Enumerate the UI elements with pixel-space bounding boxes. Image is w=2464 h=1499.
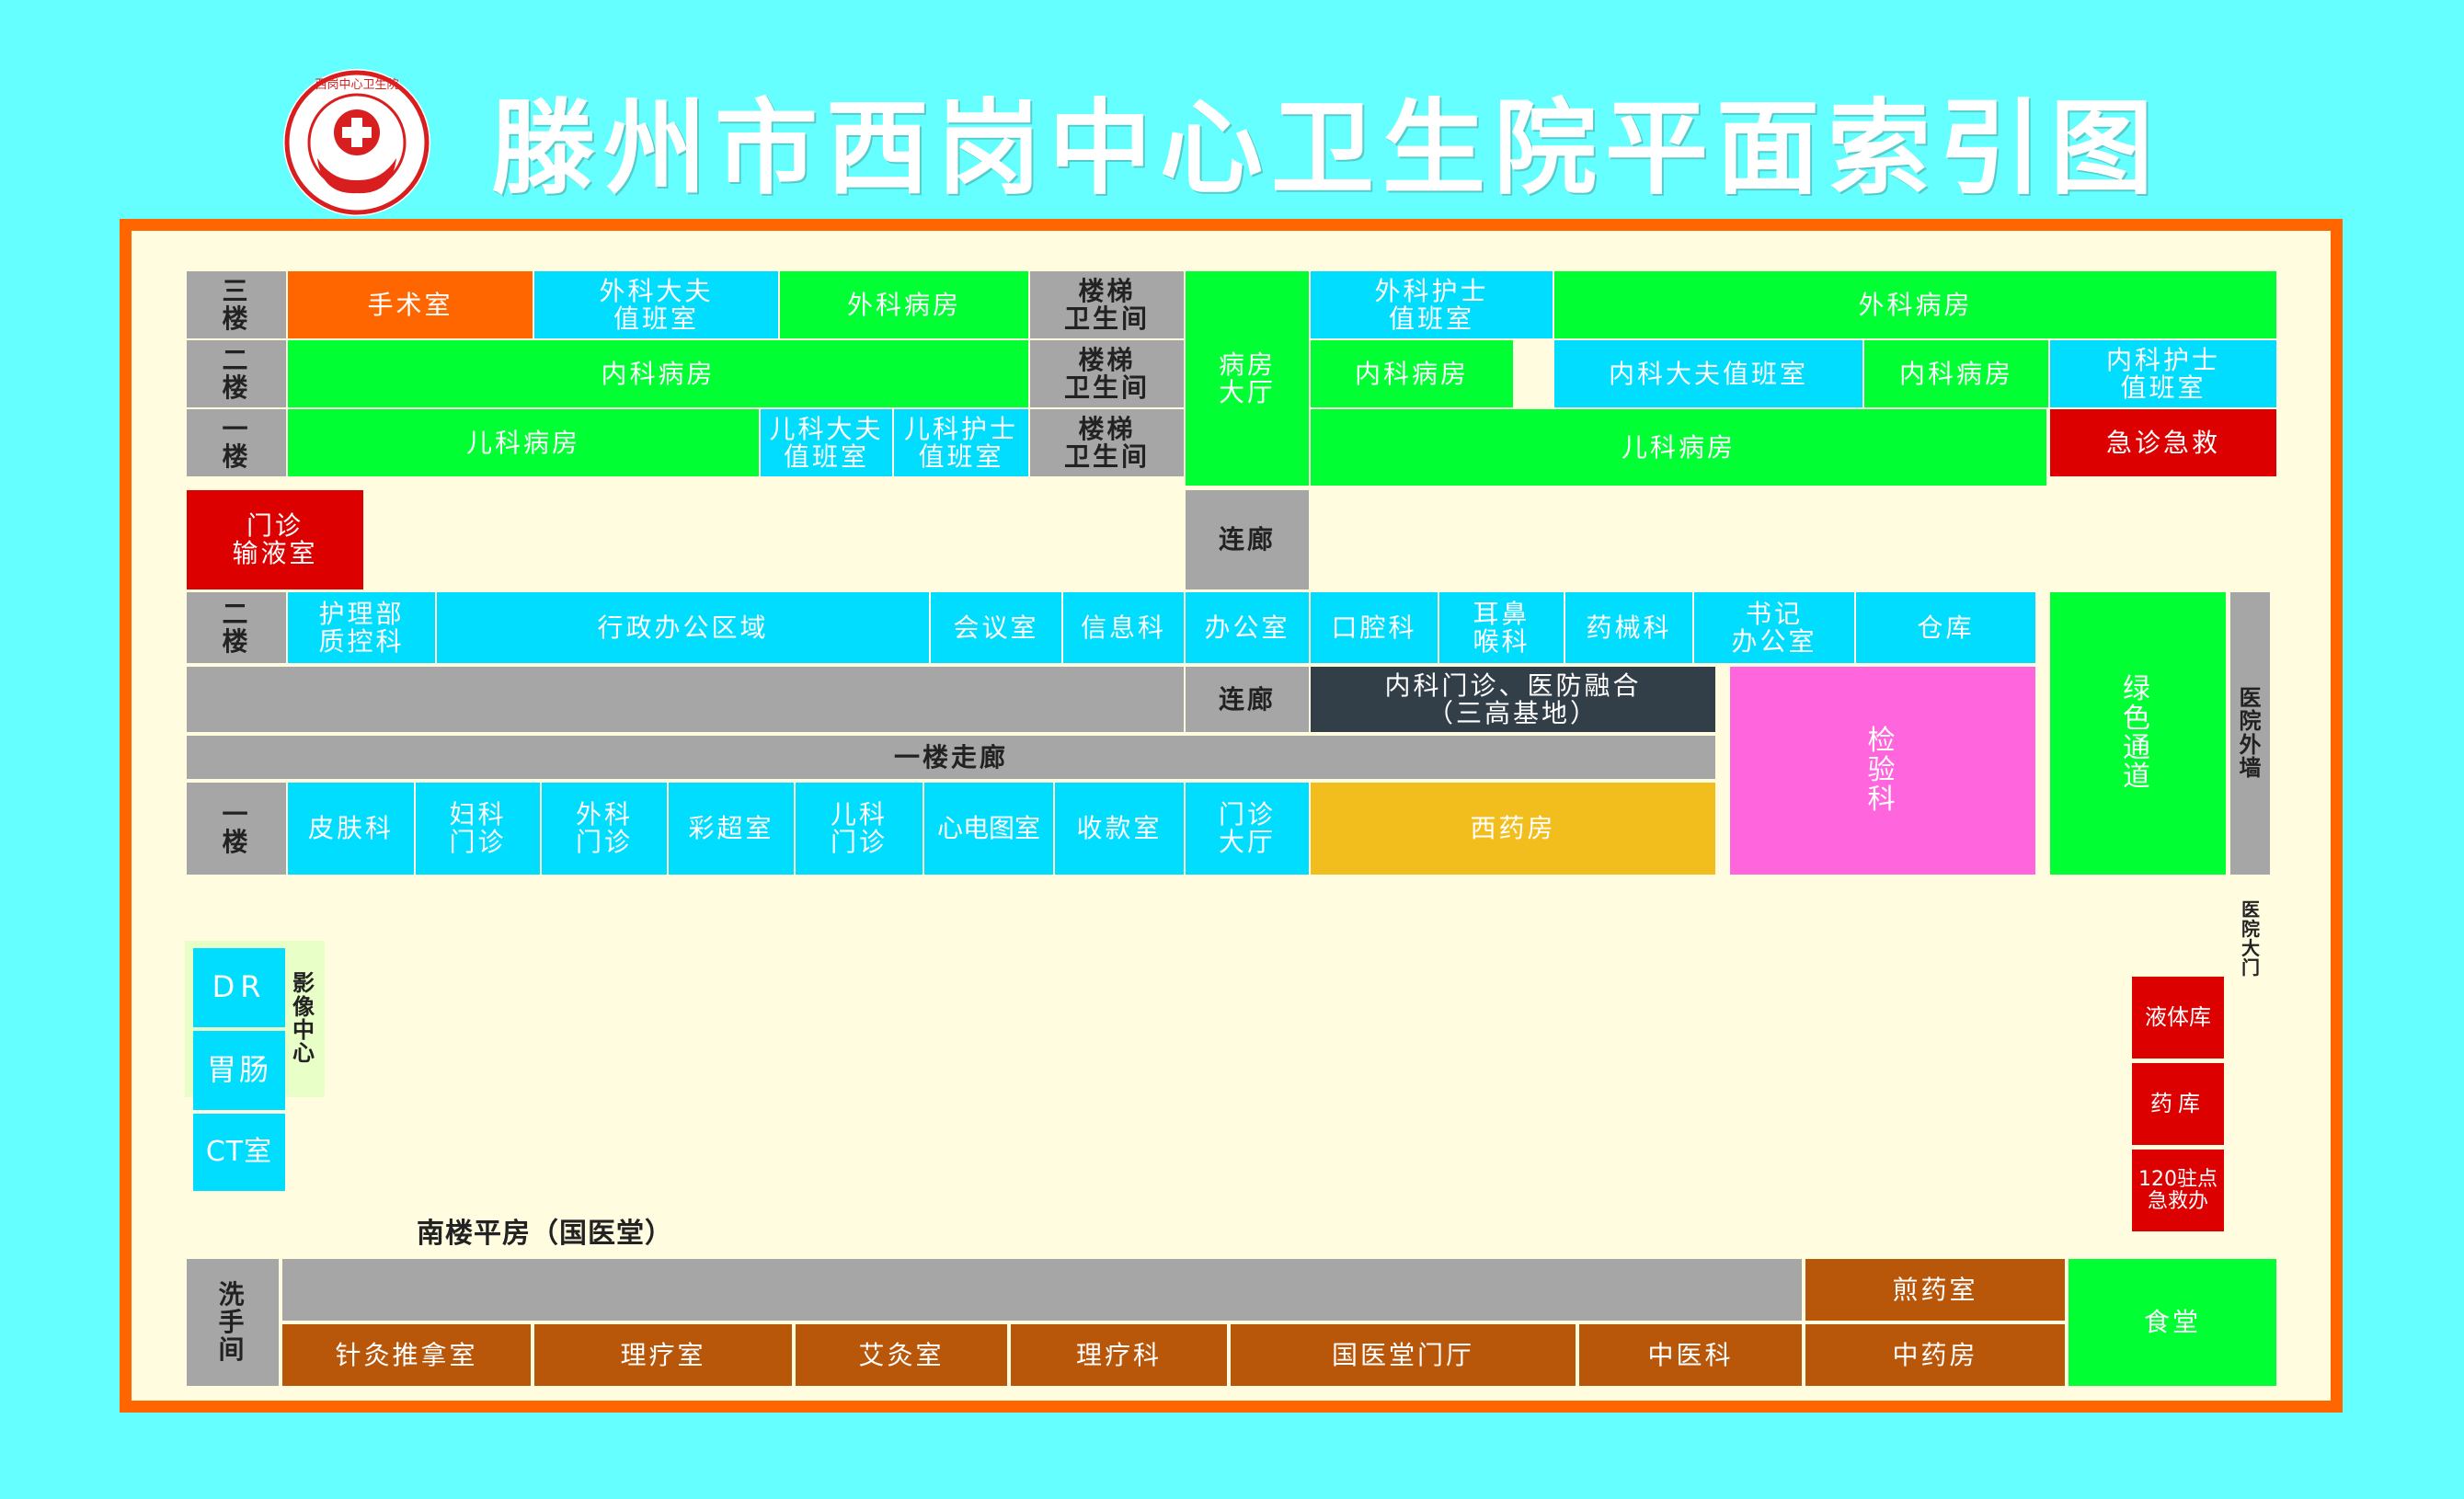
room-stairs-wc-3: 楼梯 卫生间 [1030, 271, 1184, 338]
room-internal-ward-2: 内科病房 [1864, 340, 2048, 407]
room-gynecology: 妇科 门诊 [416, 783, 540, 875]
room-stairs-wc-1: 楼梯 卫生间 [1030, 409, 1184, 476]
room-internal-clinic: 内科门诊、医防融合 （三高基地） [1311, 667, 1715, 732]
room-cashier: 收款室 [1055, 783, 1184, 875]
room-surgery-doctor-duty: 外科大夫 值班室 [534, 271, 778, 338]
room-canteen: 食堂 [2069, 1259, 2276, 1386]
room-drug-store: 药库 [2132, 1063, 2224, 1145]
room-operating: 手术室 [288, 271, 533, 338]
floor-label-mid-1: 一 楼 [187, 783, 286, 875]
room-surgery-ward: 外科病房 [780, 271, 1028, 338]
room-meeting: 会议室 [931, 592, 1061, 663]
room-pediatric-nurse-duty: 儿科护士 值班室 [894, 409, 1028, 476]
room-dental: 口腔科 [1311, 592, 1438, 663]
room-surgery-ward-east: 外科病房 [1554, 271, 2276, 338]
room-dr: DR [193, 948, 285, 1027]
room-acupuncture: 针灸推拿室 [282, 1324, 531, 1386]
corridor-first-floor: 一楼走廊 [187, 736, 1715, 779]
room-120-station: 120驻点 急救办 [2132, 1150, 2224, 1231]
room-warehouse: 仓库 [1856, 592, 2035, 663]
room-tcm-hall: 国医堂门厅 [1231, 1324, 1576, 1386]
room-tcm-dept: 中医科 [1579, 1324, 1802, 1386]
room-ct: CT室 [193, 1114, 285, 1191]
room-internal-doctor-duty: 内科大夫值班室 [1554, 340, 1862, 407]
room-infusion: 门诊 输液室 [187, 490, 363, 589]
room-dermatology: 皮肤科 [288, 783, 414, 875]
floor-plan-board: 三 楼 二 楼 一 楼 手术室 外科大夫 值班室 外科病房 楼梯 卫生间 病房 … [120, 219, 2343, 1413]
room-ecg: 心电图室 [924, 783, 1053, 875]
room-fluid-store: 液体库 [2132, 977, 2224, 1058]
room-secretary-office: 书记 办公室 [1694, 592, 1854, 663]
room-ent: 耳鼻 喉科 [1439, 592, 1564, 663]
room-office: 办公室 [1186, 592, 1309, 663]
room-internal-nurse-duty: 内科护士 值班室 [2050, 340, 2276, 407]
room-moxibustion: 艾灸室 [796, 1324, 1007, 1386]
room-pharmacy-equipment: 药械科 [1565, 592, 1692, 663]
room-tcm-pharmacy: 中药房 [1805, 1324, 2065, 1386]
floor-label-3: 三 楼 [187, 271, 286, 338]
corridor-link-upper: 连廊 [1186, 490, 1309, 589]
room-surgery-nurse-duty: 外科护士 值班室 [1311, 271, 1553, 338]
room-emergency: 急诊急救 [2050, 409, 2276, 476]
hospital-logo: 西岗中心卫生院 [283, 69, 430, 216]
room-outpatient-hall: 门诊 大厅 [1186, 783, 1309, 875]
room-ultrasound: 彩超室 [669, 783, 794, 875]
room-surgery-clinic: 外科 门诊 [542, 783, 667, 875]
main-gate-label: 医院大门 [2241, 898, 2260, 979]
room-laboratory: 检 验 科 [1730, 667, 2035, 875]
room-pediatric-doctor-duty: 儿科大夫 值班室 [761, 409, 892, 476]
room-gastro: 胃肠 [193, 1031, 285, 1110]
page-title: 滕州市西岗中心卫生院平面索引图 [492, 89, 2161, 209]
room-western-pharmacy: 西药房 [1311, 783, 1715, 875]
room-it: 信息科 [1063, 592, 1184, 663]
room-decoction: 煎药室 [1805, 1259, 2065, 1321]
floor-label-2: 二 楼 [187, 340, 286, 407]
room-internal-ward: 内科病房 [288, 340, 1028, 407]
room-pediatric-ward: 儿科病房 [288, 409, 759, 476]
south-building-title: 南楼平房（国医堂） [417, 1218, 673, 1251]
south-corridor [282, 1259, 1802, 1321]
room-admin-area: 行政办公区域 [437, 592, 929, 663]
green-channel: 绿 色 通 道 [2050, 592, 2226, 875]
room-physio: 理疗室 [534, 1324, 792, 1386]
outer-wall: 医 院 外 墙 [2230, 592, 2270, 875]
room-nursing-qc: 护理部 质控科 [288, 592, 435, 663]
room-stairs-wc-2: 楼梯 卫生间 [1030, 340, 1184, 407]
floor-label-mid-2: 二 楼 [187, 592, 286, 663]
svg-text:西岗中心卫生院: 西岗中心卫生院 [315, 78, 398, 92]
room-internal-ward-east: 内科病房 [1311, 340, 1513, 407]
corridor-link-lower: 连廊 [1186, 667, 1309, 732]
floor-label-1: 一 楼 [187, 409, 286, 476]
room-washroom: 洗 手 间 [187, 1259, 279, 1386]
corridor-west [187, 667, 1184, 732]
ward-hall: 病房 大厅 [1186, 271, 1309, 486]
room-pediatric-ward-east: 儿科病房 [1311, 409, 2046, 486]
room-pediatric-clinic: 儿科 门诊 [796, 783, 923, 875]
room-physio-dept: 理疗科 [1011, 1324, 1227, 1386]
